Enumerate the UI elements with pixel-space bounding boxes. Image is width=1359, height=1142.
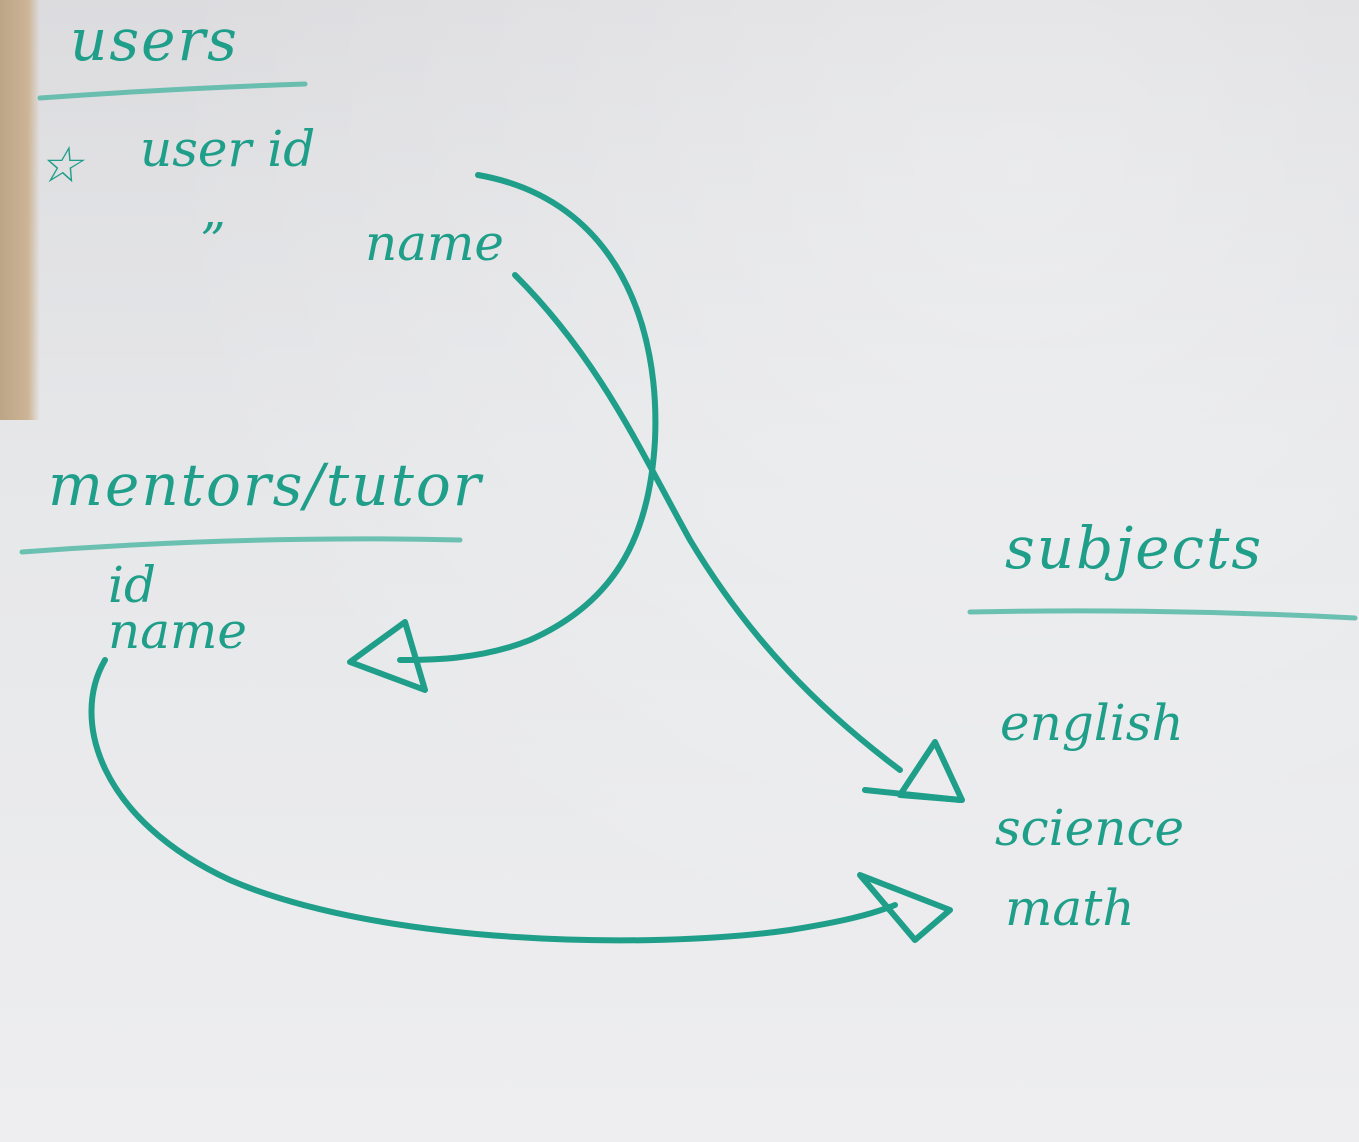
ditto-mark: ” (200, 212, 226, 270)
subject-english: english (1000, 694, 1184, 752)
users-underline (37, 81, 308, 101)
relation-line (512, 272, 903, 773)
subjects-entity: subjects english science math (967, 514, 1358, 937)
mentors-entity: mentors/tutor id name (19, 451, 484, 660)
subjects-underline (967, 608, 1358, 621)
users-field-name: name (365, 214, 504, 272)
primary-key-star-icon: ☆ (38, 136, 86, 194)
arrowhead-icon (857, 872, 953, 943)
arrowhead-icon (897, 739, 965, 803)
users-title: users (70, 6, 239, 74)
mentors-title: mentors/tutor (48, 451, 484, 519)
subject-science: science (995, 799, 1184, 857)
relation-userid-to-mentor-name (347, 172, 659, 693)
subject-math: math (1005, 879, 1135, 937)
arrowhead-icon (347, 619, 428, 693)
mentors-field-id: id (108, 556, 156, 614)
users-field-user-id: user id (140, 120, 315, 178)
relation-username-to-english (512, 272, 965, 803)
relation-line (88, 657, 898, 944)
mentors-field-name: name (108, 602, 247, 660)
mentors-underline (19, 536, 463, 555)
users-entity: users ☆ user id ” name (37, 6, 504, 272)
relation-line (397, 172, 659, 663)
desk-edge (0, 0, 40, 420)
subjects-title: subjects (1005, 514, 1263, 582)
relation-mentor-name-to-math (88, 657, 953, 944)
